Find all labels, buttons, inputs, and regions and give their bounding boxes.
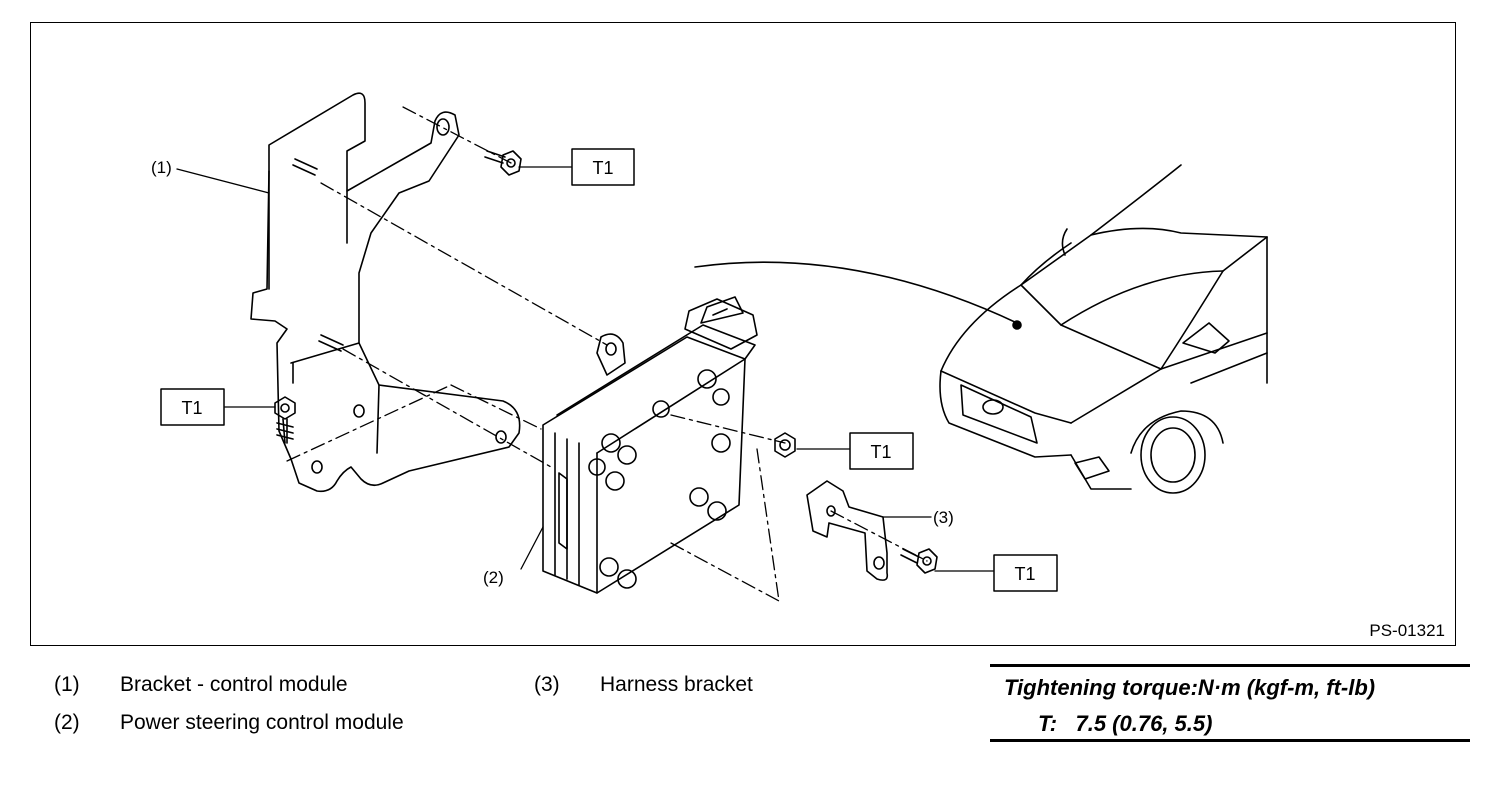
torque-value: 7.5 (0.76, 5.5) [1075, 711, 1213, 736]
figure-id: PS-01321 [1369, 621, 1445, 640]
harness-bracket [806, 480, 889, 581]
legend-item-3: (3) Harness bracket [534, 673, 753, 697]
torque-heading: Tightening torque:N·m (kgf-m, ft-lb) [1004, 675, 1376, 700]
legend-item-1: (1) Bracket - control module [54, 673, 348, 697]
torque-tag-top: T1 [592, 158, 613, 178]
legend-num: (3) [534, 673, 560, 696]
legend-text: Power steering control module [120, 711, 404, 734]
diagram-drawing: (1) (2) (3) T1 T1 T1 T1 [151, 92, 1268, 602]
callout-1: (1) [151, 158, 172, 177]
legend-num: (2) [54, 711, 80, 734]
legend-text: Harness bracket [600, 673, 753, 696]
module-location-dot [1012, 320, 1022, 330]
torque-tag-box-right [993, 554, 1058, 592]
legend-num: (1) [54, 673, 80, 696]
fasteners [274, 150, 938, 574]
torque-spec-box: Tightening torque:N·m (kgf-m, ft-lb) T: … [990, 664, 1470, 742]
torque-label: T: [1038, 711, 1058, 736]
torque-tag-box-nut [849, 432, 914, 470]
bracket-control-module [250, 92, 521, 493]
torque-tag-right: T1 [1014, 564, 1035, 584]
torque-tag-nut: T1 [870, 442, 891, 462]
torque-tag-box-left [160, 388, 225, 426]
callout-3: (3) [933, 508, 954, 527]
torque-tag-left: T1 [181, 398, 202, 418]
exploded-diagram-panel: (1) (2) (3) T1 T1 T1 T1 PS-01321 [30, 22, 1456, 646]
power-steering-control-module [542, 296, 758, 594]
legend-text: Bracket - control module [120, 673, 348, 696]
vehicle-location-view [694, 164, 1268, 494]
leader-lines [176, 166, 994, 572]
assembly-lines [286, 106, 928, 602]
legend-item-2: (2) Power steering control module [54, 711, 404, 735]
torque-tag-box-top [571, 148, 635, 186]
callout-2: (2) [483, 568, 504, 587]
torque-value-line: T: 7.5 (0.76, 5.5) [1038, 711, 1212, 737]
